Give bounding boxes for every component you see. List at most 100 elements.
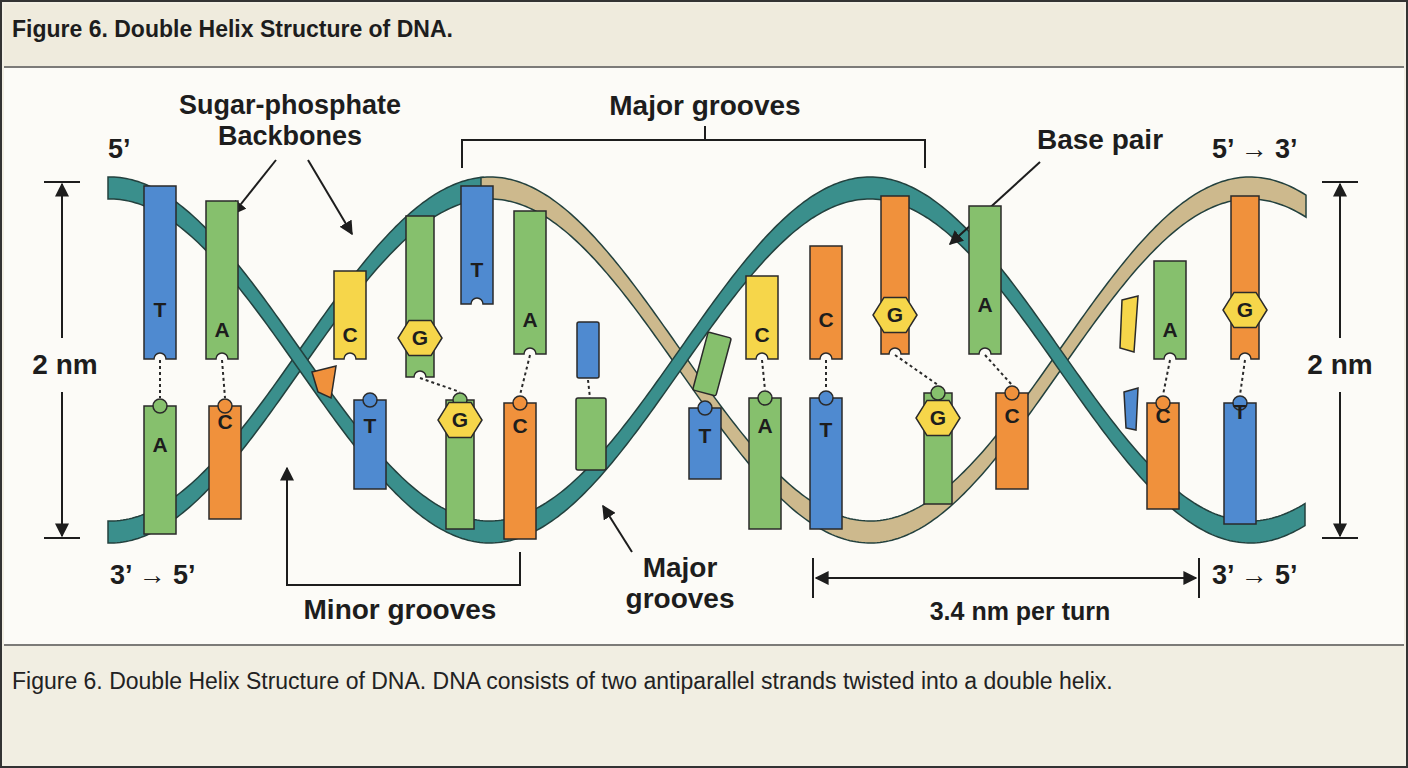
base-shape <box>747 390 783 530</box>
base-letter: C <box>332 323 368 347</box>
dimension-tick <box>1198 558 1200 598</box>
base-rod <box>810 246 842 359</box>
base-letter: A <box>1152 318 1188 342</box>
title-band <box>4 4 1404 66</box>
base-shape <box>808 390 844 530</box>
annotation-label: 5’ → 3’ <box>1212 134 1352 165</box>
base-rod <box>1154 261 1186 359</box>
nucleotide-base: A <box>1152 260 1188 360</box>
nucleotide-base: T <box>808 390 844 530</box>
hydrogen-bond <box>1163 360 1170 395</box>
dimension-tick <box>44 181 80 183</box>
caption-band <box>4 646 1404 764</box>
base-letter: G <box>436 408 484 432</box>
nucleotide-base: C <box>502 395 538 540</box>
annotation-label: Major grooves <box>580 90 830 121</box>
base-knob <box>758 391 772 405</box>
base-shape <box>142 398 178 535</box>
hydrogen-bond <box>1240 360 1245 395</box>
title-rule <box>4 66 1404 68</box>
nucleotide-base: A <box>512 210 548 355</box>
dimension-tick <box>44 537 80 539</box>
hydrogen-bond <box>222 360 225 398</box>
base-letter: T <box>142 298 178 322</box>
hydrogen-bond <box>762 360 765 390</box>
base-shape <box>994 385 1030 490</box>
hydrogen-bond <box>985 355 1012 385</box>
hydrogen-bond <box>825 360 827 390</box>
nucleotide-base: G <box>871 195 919 355</box>
base-letter: T <box>459 258 495 282</box>
leader-arrow <box>603 506 632 552</box>
base-rod <box>746 276 778 359</box>
dimension-line <box>61 392 63 536</box>
base-shape <box>142 185 178 360</box>
base-letter: C <box>994 404 1030 428</box>
nucleotide-base: A <box>747 390 783 530</box>
base-letter: A <box>512 308 548 332</box>
base-letter: G <box>871 303 919 327</box>
base-letter: G <box>396 326 444 350</box>
partial-base <box>312 366 336 398</box>
partial-base <box>693 332 732 396</box>
nucleotide-base: C <box>1145 395 1181 510</box>
dimension-line <box>1339 392 1341 536</box>
nucleotide-base: C <box>332 270 368 360</box>
nucleotide-base: G <box>396 215 444 378</box>
bracket-tick <box>704 126 706 140</box>
base-rod <box>461 186 493 304</box>
annotation-label: 2 nm <box>1290 349 1390 380</box>
nucleotide-base: C <box>994 385 1030 490</box>
base-rod <box>514 211 546 354</box>
nucleotide-base: T <box>1222 395 1258 525</box>
hydrogen-bond <box>520 355 530 395</box>
caption-rule <box>4 644 1404 646</box>
nucleotide-base: T <box>142 185 178 360</box>
annotation-label: 2 nm <box>15 349 115 380</box>
hydrogen-bond <box>159 360 161 398</box>
hydrogen-bond <box>895 355 938 385</box>
annotation-label: Sugar-phosphate Backbones <box>160 90 420 152</box>
base-shape <box>459 185 495 305</box>
dimension-tick <box>812 558 814 598</box>
nucleotide-base: C <box>207 398 243 520</box>
leader-arrow <box>308 160 352 234</box>
base-shape <box>808 245 844 360</box>
base-shape <box>352 392 388 490</box>
nucleotide-base: G <box>436 392 484 530</box>
figure-caption: Figure 6. Double Helix Structure of DNA.… <box>12 664 1382 699</box>
nucleotide-base: C <box>744 275 780 360</box>
base-rod <box>969 206 1001 354</box>
groove-bracket <box>462 140 925 168</box>
base-knob <box>819 391 833 405</box>
nucleotide-base: A <box>142 398 178 535</box>
base-rod <box>1231 196 1259 359</box>
base-letter: A <box>142 433 178 457</box>
base-rod <box>144 186 176 359</box>
base-shape <box>744 275 780 360</box>
nucleotide-base: T <box>687 400 723 480</box>
dimension-line <box>816 577 1196 579</box>
annotation-label: Base pair <box>1010 124 1190 155</box>
base-knob <box>153 399 167 413</box>
dimension-tick <box>1322 537 1358 539</box>
base-rod <box>354 400 386 489</box>
base-knob <box>698 401 712 415</box>
partial-base <box>1124 388 1138 430</box>
hydrogen-bond <box>588 380 590 398</box>
base-shape <box>871 195 919 355</box>
base-shape <box>967 205 1003 355</box>
nucleotide-base: G <box>1221 195 1269 360</box>
base-letter: G <box>1221 298 1269 322</box>
partial-base <box>576 398 606 470</box>
nucleotide-base: T <box>352 392 388 490</box>
annotation-label: Major grooves <box>610 552 750 614</box>
partial-base <box>1120 296 1138 352</box>
hydrogen-bond <box>420 378 460 392</box>
base-rod <box>144 406 176 534</box>
dimension-tick <box>1322 181 1358 183</box>
base-letter: A <box>747 414 783 438</box>
base-letter: T <box>687 424 723 448</box>
